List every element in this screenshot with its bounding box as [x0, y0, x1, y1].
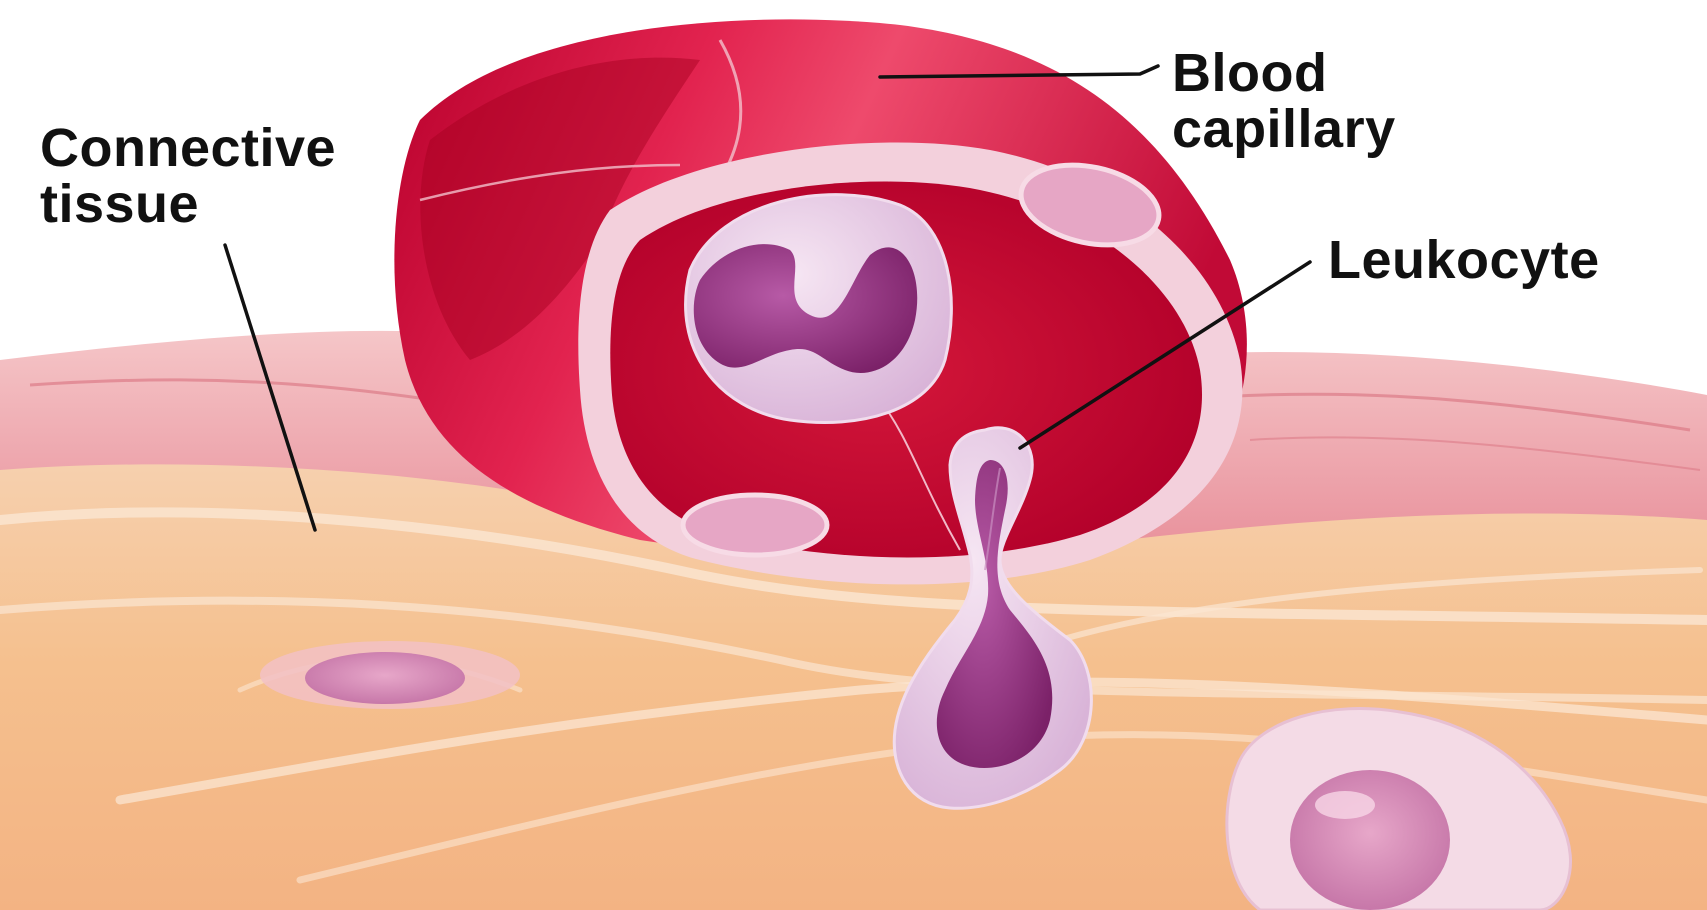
label-leukocyte-line1: Leukocyte	[1328, 232, 1600, 288]
label-connective-tissue-line1: Connective	[40, 120, 336, 176]
label-blood-capillary-line1: Blood	[1172, 45, 1396, 101]
leukocyte-in-lumen	[686, 195, 952, 423]
label-leukocyte: Leukocyte	[1328, 232, 1600, 288]
endothelial-nucleus	[683, 495, 827, 555]
label-blood-capillary-line2: capillary	[1172, 101, 1396, 157]
label-blood-capillary: Blood capillary	[1172, 45, 1396, 157]
tissue-cell-left	[260, 641, 520, 709]
label-connective-tissue-line2: tissue	[40, 176, 336, 232]
label-connective-tissue: Connective tissue	[40, 120, 336, 232]
